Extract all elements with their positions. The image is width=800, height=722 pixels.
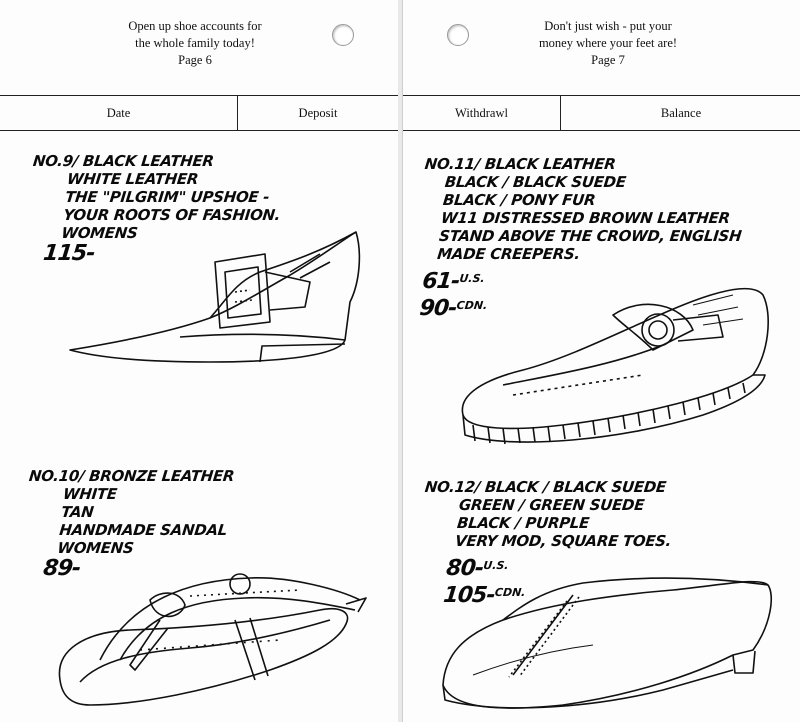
entry-title: No.12/ Black / Black Suede: [423, 478, 667, 496]
entry-line: White: [62, 485, 118, 503]
entry-title: No.10/ Bronze Leather: [28, 467, 236, 485]
book-gutter: [398, 0, 402, 722]
page-header-left: Open up shoe accounts for the whole fami…: [0, 18, 394, 69]
column-date: Date: [0, 96, 238, 130]
entry-title: No.11/ Black Leather: [423, 155, 617, 173]
pilgrim-shoe-illustration: [60, 222, 370, 377]
binder-hole: [332, 24, 354, 46]
entry-line: The "Pilgrim" Upshoe -: [64, 188, 271, 206]
page-number: Page 7: [591, 53, 625, 67]
column-withdrawl: Withdrawl: [403, 96, 561, 130]
header-line-2: the whole family today!: [135, 36, 255, 50]
entry-line: Black / Purple: [456, 514, 591, 532]
column-balance: Balance: [660, 105, 702, 120]
page-header-right: Don't just wish - put your money where y…: [409, 18, 800, 69]
sandal-illustration: [40, 560, 370, 720]
header-line-2: money where your feet are!: [538, 36, 678, 50]
page-right: Don't just wish - put your money where y…: [402, 0, 800, 722]
entry-line: Womens: [56, 539, 135, 557]
entry-title: No.9/ Black Leather: [32, 152, 215, 170]
entry-line: Black / Pony Fur: [442, 191, 597, 209]
entry-line: Handmade Sandal: [58, 521, 229, 539]
entry-line: Stand Above the Crowd, English: [438, 227, 743, 245]
square-toe-shoe-illustration: [433, 565, 783, 715]
binder-hole: [447, 24, 469, 46]
entry-line: Green / Green Suede: [458, 496, 646, 514]
entry-line: White Leather: [66, 170, 200, 188]
ledger-header-right: Withdrawl Balance: [403, 95, 800, 131]
entry-line: Made Creepers.: [436, 245, 581, 263]
creeper-shoe-illustration: [443, 275, 783, 455]
header-line-1: Don't just wish - put your: [544, 19, 672, 33]
page-left: Open up shoe accounts for the whole fami…: [0, 0, 399, 722]
ledger-header-left: Date Deposit: [0, 95, 398, 131]
entry-line: Tan: [60, 503, 95, 521]
entry-line: W11 Distressed Brown Leather: [440, 209, 731, 227]
page-number: Page 6: [178, 53, 212, 67]
entry-line: Very Mod, Square Toes.: [454, 532, 673, 550]
column-deposit: Deposit: [298, 105, 338, 120]
entry-line: Black / Black Suede: [443, 173, 627, 191]
header-line-1: Open up shoe accounts for: [128, 19, 262, 33]
